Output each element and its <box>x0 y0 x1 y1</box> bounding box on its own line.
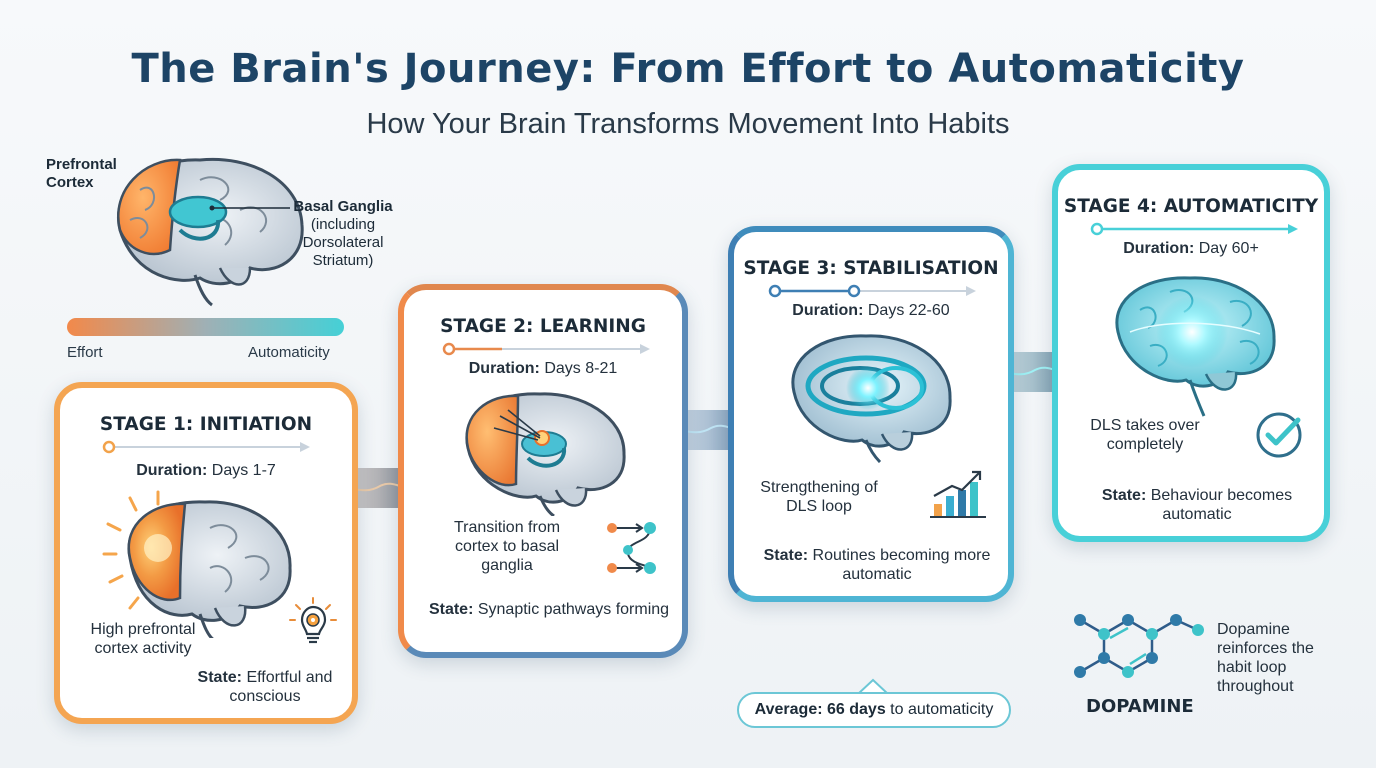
progress-track <box>768 284 976 298</box>
bar-chart-growth-icon <box>930 470 986 518</box>
basal-ganglia-detail: (including Dorsolateral Striatum) <box>302 216 384 269</box>
progress-track <box>102 440 310 454</box>
stage-duration: Duration: Days 8-21 <box>468 360 618 377</box>
stage-duration: Duration: Days 22-60 <box>792 302 950 319</box>
brain-prefrontal-active-icon <box>102 490 292 638</box>
brain-transition-icon <box>465 392 626 516</box>
progress-track <box>1090 222 1298 236</box>
stage-description: High prefrontal cortex activity <box>90 621 196 657</box>
basal-ganglia-title: Basal Ganglia <box>293 198 393 215</box>
stage-description: Transition from cortex to basal ganglia <box>453 519 561 574</box>
page-subtitle: How Your Brain Transforms Movement Into … <box>366 108 1010 140</box>
average-callout: Average: 66 days to automaticity <box>737 692 1011 728</box>
stage-card-1: STAGE 1: INITIATION Duration: Days 1-7 H… <box>54 382 358 724</box>
stage-card-4: STAGE 4: AUTOMATICITY Duration: Day 60+ … <box>1052 164 1330 542</box>
stage-card-3: STAGE 3: STABILISATION Duration: Days 22… <box>728 226 1014 602</box>
brain-automatic-glow-icon <box>1115 276 1276 417</box>
stage-title: STAGE 2: LEARNING <box>440 316 646 337</box>
prefrontal-cortex-label: Prefrontal Cortex <box>46 156 117 191</box>
stage-duration: Duration: Days 1-7 <box>136 462 276 479</box>
stage-state: State: Effortful and conscious <box>197 669 333 705</box>
stage-title: STAGE 1: INITIATION <box>99 414 313 435</box>
stage-description: Strengthening of DLS loop <box>760 479 878 515</box>
progress-track <box>442 342 650 356</box>
automaticity-label: Automaticity <box>248 344 330 361</box>
effort-label: Effort <box>67 344 103 361</box>
stage-title: STAGE 3: STABILISATION <box>743 258 999 279</box>
anatomy-brain-illustration <box>117 157 304 307</box>
stage-title: STAGE 4: AUTOMATICITY <box>1063 196 1319 217</box>
stage-duration: Duration: Day 60+ <box>1123 240 1259 257</box>
stage-state: State: Synaptic pathways forming <box>428 601 670 618</box>
basal-ganglia-label: Basal Ganglia (including Dorsolateral St… <box>284 198 402 270</box>
checkmark-circle-icon <box>1256 412 1302 458</box>
molecule-icon <box>1074 614 1204 678</box>
effort-automaticity-gradient-bar <box>67 318 344 336</box>
stage-state: State: Behaviour becomes automatic <box>1101 487 1293 523</box>
stage-card-2: STAGE 2: LEARNING Duration: Days 8-21 Tr… <box>398 284 688 658</box>
lightbulb-gear-icon <box>289 597 337 644</box>
callout-pointer <box>858 678 888 694</box>
stage-state: State: Routines becoming more automatic <box>763 547 991 583</box>
page-title: The Brain's Journey: From Effort to Auto… <box>131 46 1245 92</box>
stage-description: DLS takes over completely <box>1090 417 1200 453</box>
dopamine-description: Dopamine reinforces the habit loop throu… <box>1217 621 1314 695</box>
pathway-nodes-icon <box>607 522 656 574</box>
brain-dls-loop-icon <box>791 334 952 463</box>
dopamine-label: DOPAMINE <box>1086 696 1194 717</box>
